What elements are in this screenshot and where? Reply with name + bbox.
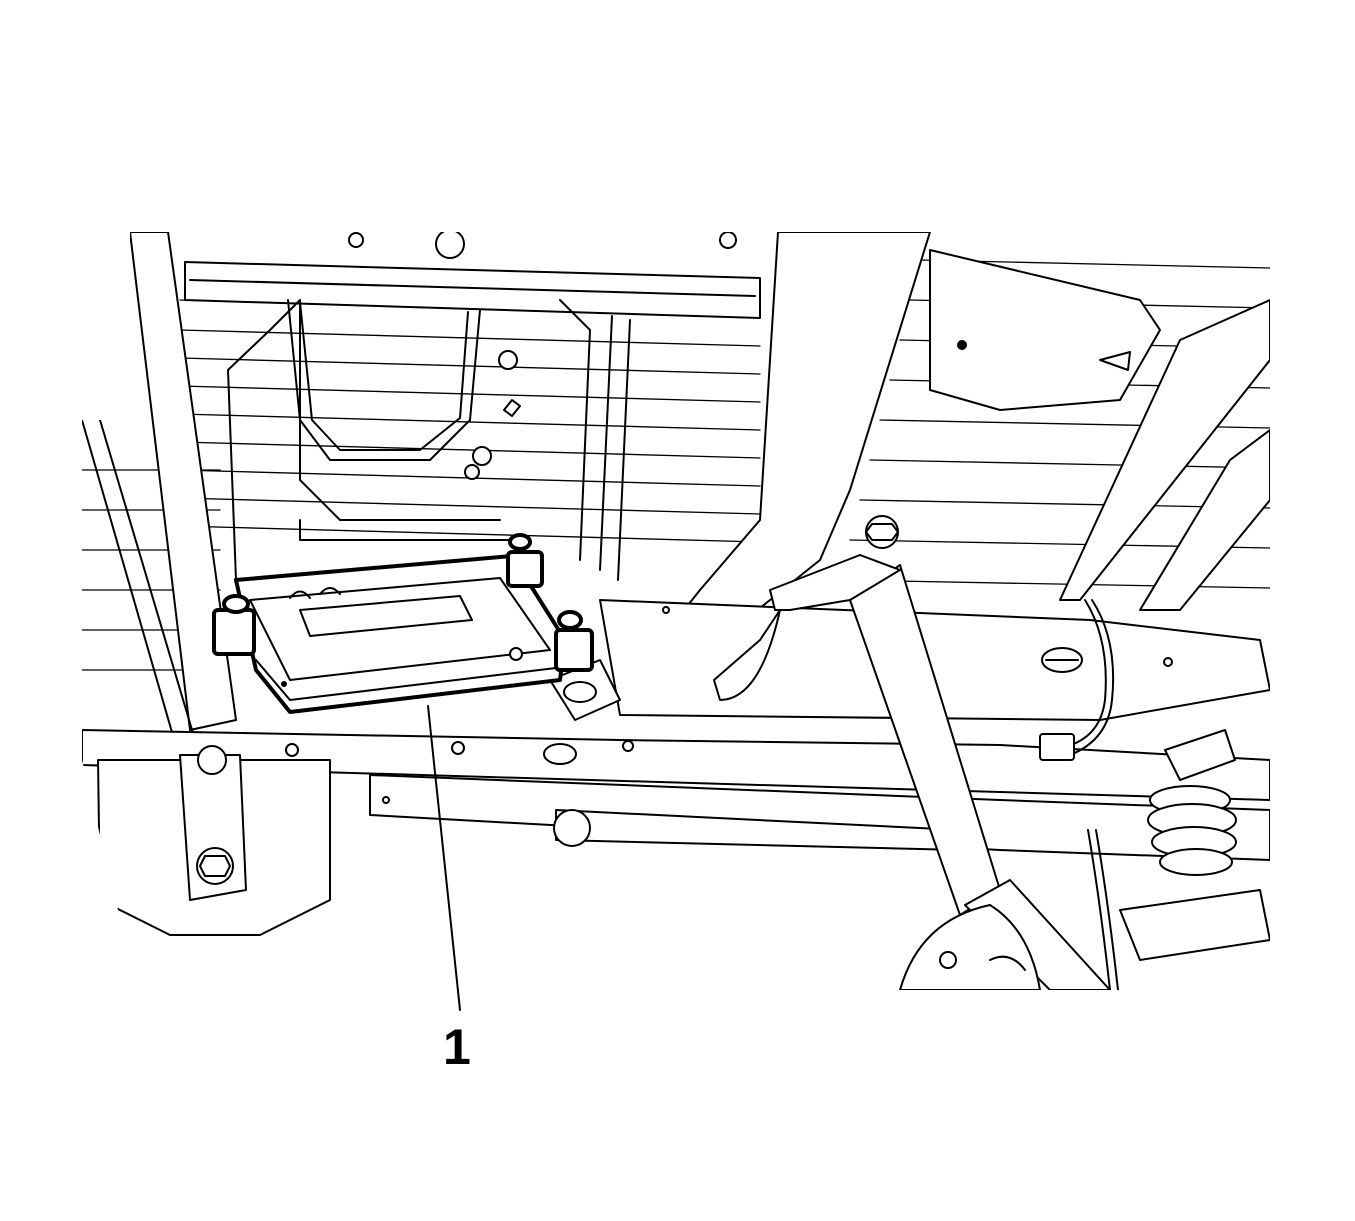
right-gusset-plate [929,249,1161,411]
module-mounting-nut-top [506,533,544,588]
front-hanger-bracket [97,745,331,936]
wiring-harness [1039,599,1119,990]
upper-crossmember [184,232,761,319]
callout-leader-line [427,705,461,1011]
lower-frame-rail [369,774,1270,861]
mounting-bracket-frame [227,299,631,581]
brake-rotor [899,904,1041,990]
main-frame-crossmember [82,729,1270,801]
module-mounting-nut-left [212,594,256,656]
left-side-rail [82,232,237,761]
callout-number-label: 1 [443,1019,471,1075]
bracket-slot-plate [549,659,621,721]
bump-stop-assembly [1119,729,1270,961]
module-mounting-nut-right [554,610,594,672]
right-longitudinal-rail [1059,299,1270,611]
control-module [212,533,594,714]
